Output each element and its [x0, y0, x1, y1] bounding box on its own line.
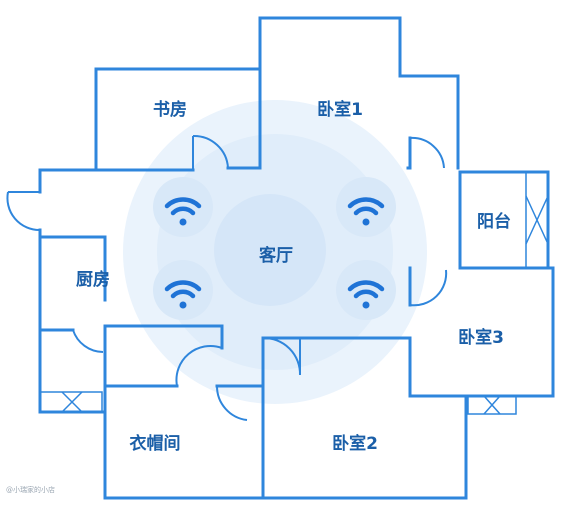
wifi-icon: [347, 197, 385, 226]
room-label-study: 书房: [153, 99, 187, 120]
windows: [39, 171, 549, 415]
wifi-icon: [164, 280, 202, 309]
wifi-icon: [164, 197, 202, 226]
room-label-living: 客厅: [258, 245, 293, 266]
room-label-bedroom3: 卧室3: [458, 327, 504, 348]
doors: [6, 134, 448, 421]
room-label-bedroom1: 卧室1: [317, 99, 363, 120]
room-label-bedroom2: 卧室2: [332, 433, 378, 454]
room-label-balcony: 阳台: [477, 211, 511, 232]
watermark: @小瑞家的小店: [6, 485, 55, 494]
room-label-kitchen: 厨房: [76, 269, 110, 290]
coverage-center-circle: [214, 194, 326, 306]
wifi-icon: [347, 280, 385, 309]
room-label-cloakroom: 衣帽间: [130, 433, 181, 454]
